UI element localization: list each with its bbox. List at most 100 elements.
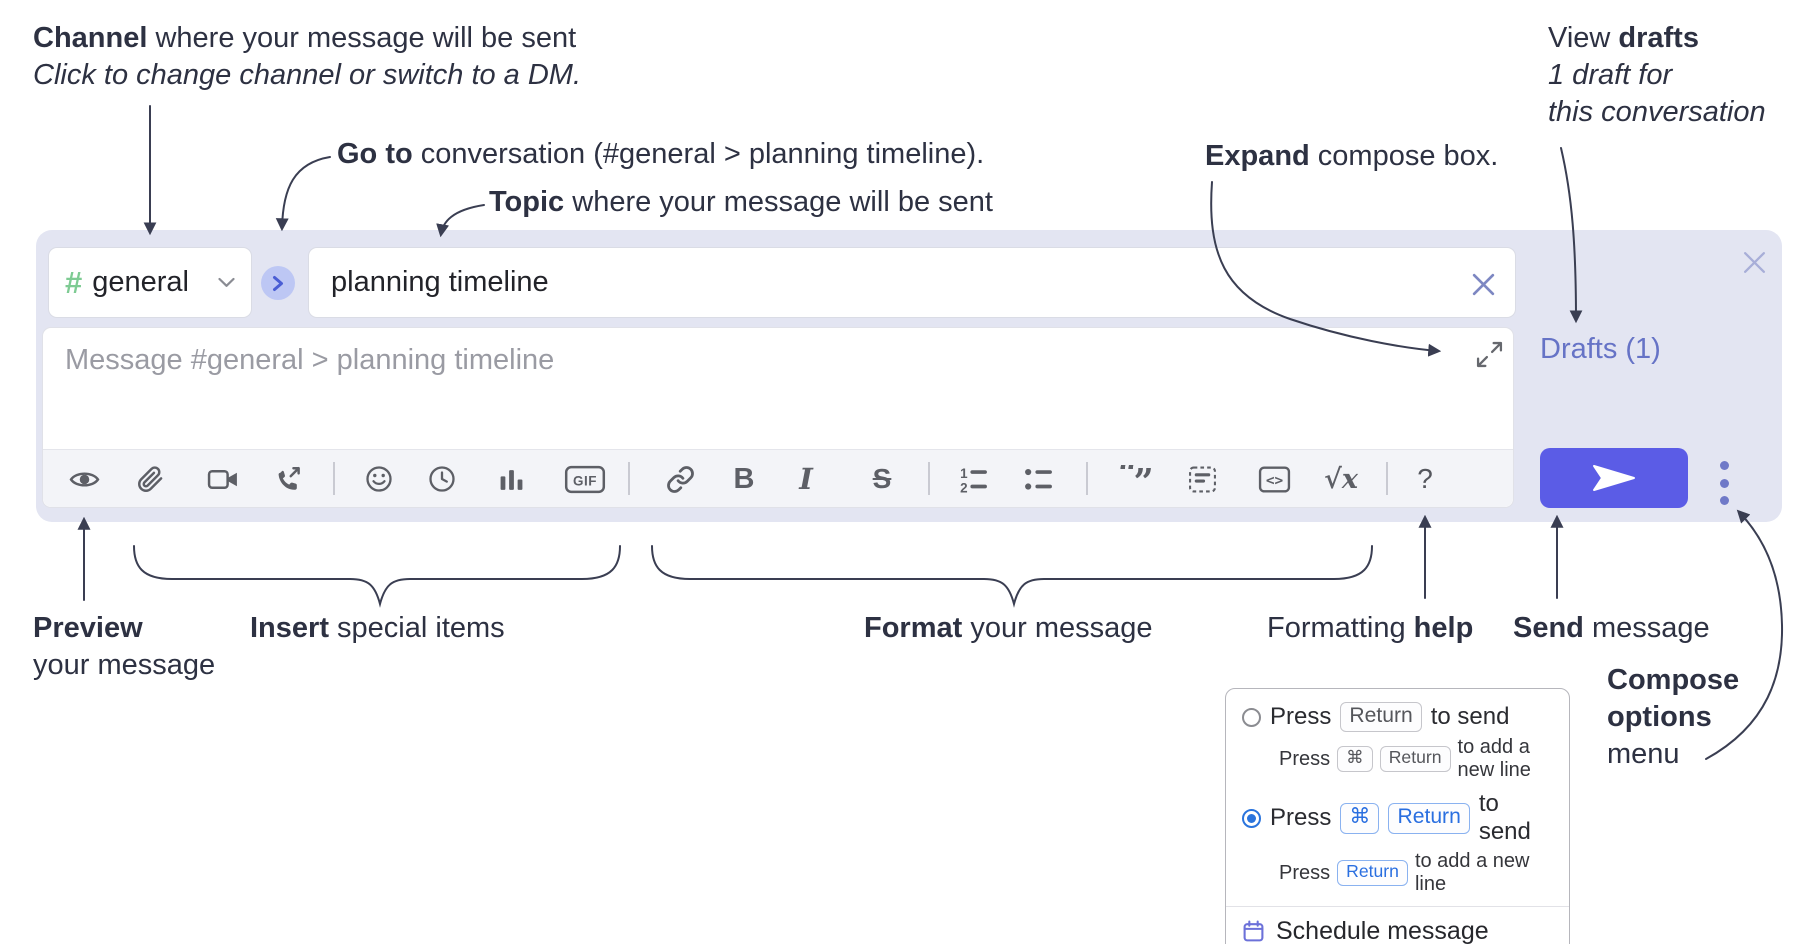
brace-insert <box>133 545 621 608</box>
option-press-cmd-return-to-send[interactable]: Press ⌘ Return to send <box>1242 787 1553 849</box>
ellipsis-dot <box>1719 496 1729 505</box>
add-poll-button[interactable] <box>491 459 531 499</box>
channel-hash-icon: # <box>65 265 83 300</box>
phone-outgoing-icon <box>278 466 300 490</box>
menu-divider <box>1226 906 1569 908</box>
clock-icon <box>429 466 455 492</box>
annotation-expand: Expand compose box. <box>1205 140 1499 172</box>
bulleted-list-button[interactable] <box>1018 459 1058 499</box>
attach-file-button[interactable] <box>130 459 170 499</box>
annotation-go-to: Go to conversation (#general > planning … <box>337 138 985 170</box>
math-button[interactable]: √x <box>1321 459 1361 499</box>
chevron-down-icon <box>218 277 235 288</box>
close-icon <box>1472 273 1494 295</box>
cmd-key-chip: ⌘ <box>1337 746 1373 773</box>
quote-button[interactable]: “” <box>1114 459 1154 499</box>
italic-button[interactable]: I <box>786 459 826 499</box>
annotation-topic: Topic where your message will be sent <box>489 186 993 218</box>
go-to-conversation-button[interactable] <box>261 266 295 300</box>
italic-icon: I <box>799 461 813 496</box>
add-voice-call-button[interactable] <box>268 459 308 499</box>
add-emoji-button[interactable] <box>359 459 399 499</box>
latex-icon: √x <box>1324 463 1358 495</box>
toolbar-divider <box>628 462 630 495</box>
strikethrough-button[interactable]: S <box>862 459 902 499</box>
svg-text:“: “ <box>1118 465 1138 494</box>
question-mark-icon: ? <box>1417 463 1433 494</box>
message-area <box>42 327 1514 508</box>
option-press-return-subtext: Press ⌘ Return to add a new line <box>1279 736 1531 782</box>
message-formatting-help-button[interactable]: ? <box>1405 459 1445 499</box>
option-press-return-to-send[interactable]: Press Return to send <box>1242 699 1553 735</box>
bar-chart-icon <box>500 469 522 490</box>
bold-icon: B <box>733 462 755 495</box>
channel-name: general <box>92 266 189 298</box>
compose-toolbar <box>43 449 1513 507</box>
bold-button[interactable]: B <box>724 459 764 499</box>
return-key-chip: Return <box>1388 803 1470 834</box>
svg-text:2: 2 <box>960 480 967 494</box>
svg-text:<>: <> <box>1265 473 1283 489</box>
paperclip-icon <box>137 465 162 492</box>
gif-icon: GIF <box>564 465 606 493</box>
eye-icon <box>69 471 99 487</box>
return-key-chip: Return <box>1379 746 1451 773</box>
message-input[interactable] <box>43 328 1513 448</box>
topic-field <box>308 247 1516 318</box>
preview-button[interactable] <box>64 459 104 499</box>
compose-options-button[interactable] <box>1714 461 1734 505</box>
cmd-key-chip: ⌘ <box>1340 803 1380 834</box>
svg-text:”: ” <box>1133 465 1151 494</box>
radio-selected-icon[interactable] <box>1242 808 1261 828</box>
option-press-cmd-return-subtext: Press Return to add a new line <box>1279 850 1530 896</box>
link-icon <box>666 465 694 493</box>
link-button[interactable] <box>660 459 700 499</box>
toolbar-divider <box>1086 462 1088 495</box>
quote-icon: “” <box>1118 465 1151 494</box>
svg-text:GIF: GIF <box>573 473 597 488</box>
close-icon <box>1743 251 1765 273</box>
video-camera-icon <box>207 469 237 489</box>
clear-topic-button[interactable] <box>1468 270 1498 298</box>
numbered-list-icon: 12 <box>960 465 987 494</box>
code-button[interactable]: <> <box>1254 459 1294 499</box>
annotation-formatting-help: Formatting help <box>1267 612 1474 644</box>
strikethrough-icon: S <box>872 463 892 494</box>
expand-compose-button[interactable] <box>1472 338 1506 370</box>
return-key-chip: Return <box>1337 860 1408 887</box>
annotation-insert: Insert special items <box>250 612 505 644</box>
send-icon <box>1593 465 1635 491</box>
add-video-call-button[interactable] <box>203 459 243 499</box>
spoiler-button[interactable] <box>1182 459 1222 499</box>
add-global-time-button[interactable] <box>422 459 462 499</box>
toolbar-divider <box>333 462 335 495</box>
line-goto <box>275 156 331 232</box>
toolbar-divider <box>928 462 930 495</box>
code-icon: <> <box>1258 465 1290 493</box>
svg-text:1: 1 <box>960 465 968 480</box>
bulleted-list-icon <box>1024 468 1052 490</box>
channel-selector[interactable]: # general <box>48 247 252 318</box>
annotation-preview: Preview your message <box>33 612 216 681</box>
annotation-send-message: Send message <box>1513 612 1710 644</box>
send-button[interactable] <box>1540 448 1688 508</box>
add-gif-button[interactable]: GIF <box>563 459 607 499</box>
radio-unselected-icon[interactable] <box>1242 707 1261 727</box>
menu-item-schedule-message[interactable]: Schedule message <box>1242 912 1553 944</box>
annotation-compose-options: Compose options menu <box>1607 664 1740 770</box>
calendar-icon <box>1242 920 1265 943</box>
topic-input[interactable] <box>309 248 1515 317</box>
toolbar-divider <box>1386 462 1388 495</box>
ellipsis-dot <box>1719 461 1729 470</box>
return-key-chip: Return <box>1340 702 1422 733</box>
spoiler-icon <box>1188 466 1216 492</box>
ellipsis-dot <box>1719 478 1729 488</box>
close-compose-button[interactable] <box>1740 248 1768 276</box>
expand-icon <box>1476 341 1502 367</box>
compose-options-menu: Press Return to send Press ⌘ Return to a… <box>1225 688 1570 944</box>
chevron-right-icon <box>272 275 284 292</box>
drafts-link[interactable]: Drafts (1) <box>1540 333 1661 365</box>
annotation-view-drafts: View drafts 1 draft for this conversatio… <box>1548 22 1766 128</box>
